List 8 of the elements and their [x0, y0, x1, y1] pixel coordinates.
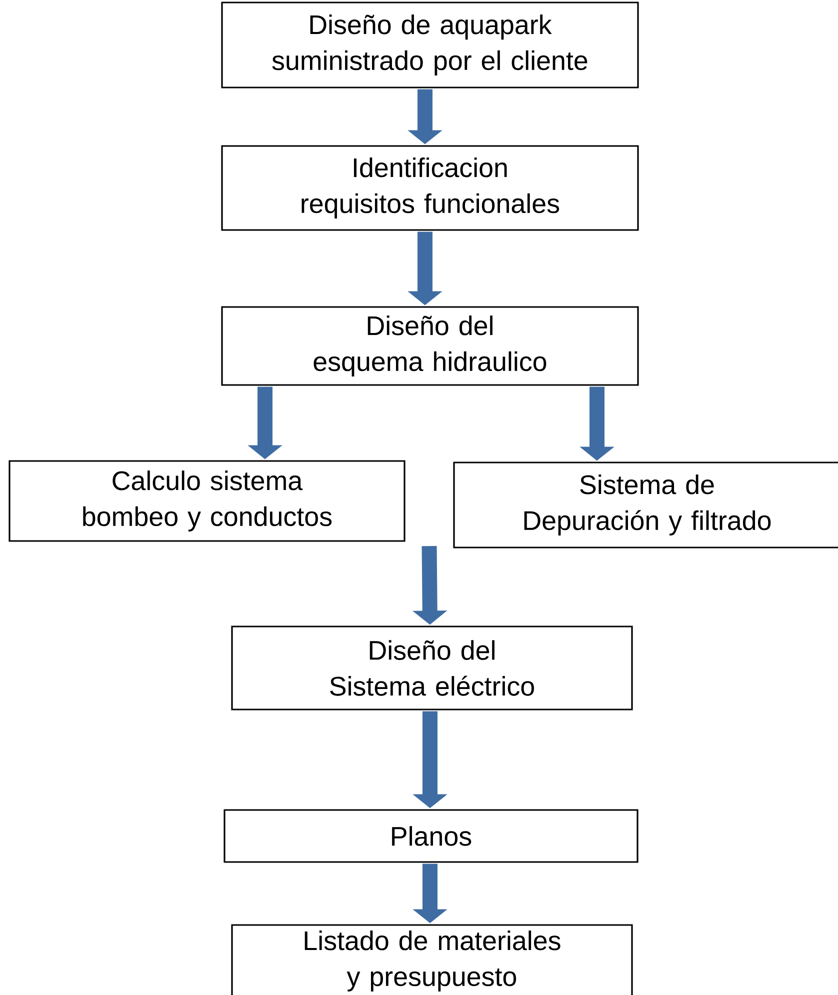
process-box: Planos — [224, 809, 638, 863]
process-box: Diseño de aquapark suministrado por el cliente — [221, 2, 639, 88]
process-box: Listado de materiales y presupuesto — [231, 924, 633, 995]
process-box: Diseño del esquema hidraulico — [221, 306, 639, 386]
process-box: Identificacion requisitos funcionales — [221, 145, 639, 231]
process-box: Diseño del Sistema eléctrico — [231, 626, 633, 710]
process-box: Calculo sistema bombeo y conductos — [8, 460, 406, 542]
process-box: Sistema de Depuración y filtrado — [453, 462, 838, 548]
